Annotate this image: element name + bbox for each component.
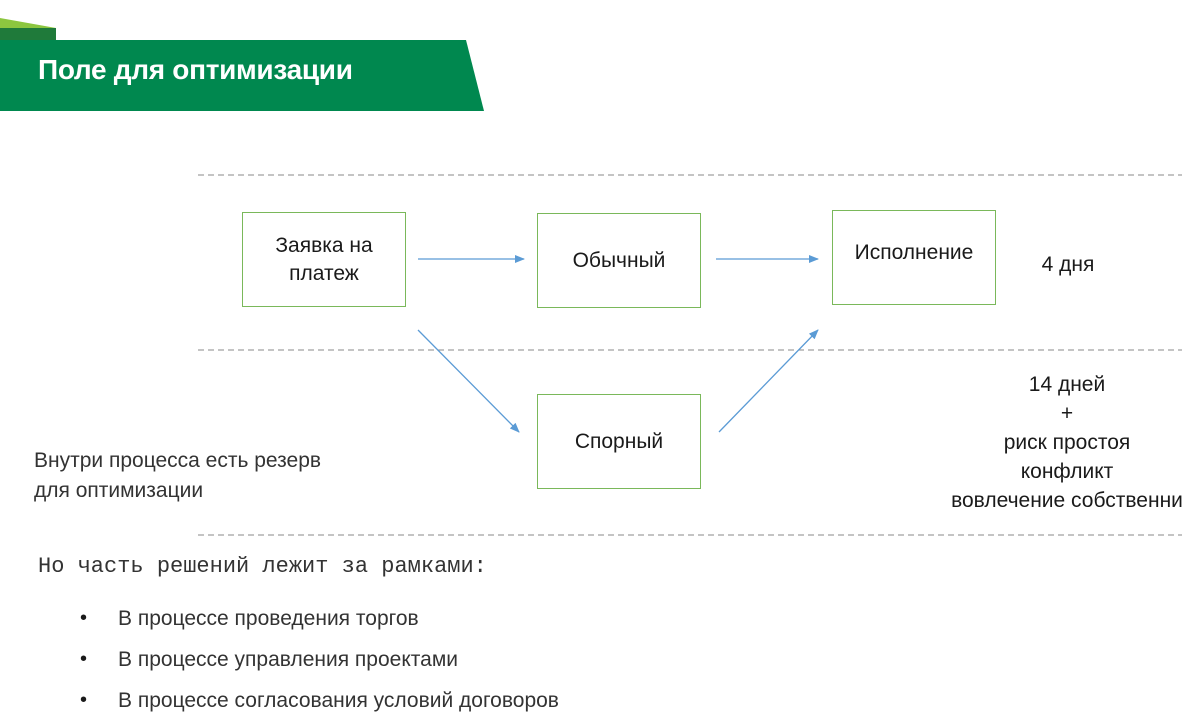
box-payment-request: Заявка на платеж [242, 212, 406, 307]
banner-bar [0, 40, 484, 111]
box-execution: Исполнение [832, 210, 996, 305]
duration-disputed-line-1: 14 дней [1028, 373, 1106, 396]
duration-disputed-line-2: + [1060, 402, 1074, 425]
duration-disputed-line-3: риск простоя [1003, 431, 1131, 454]
box-payment-request-line-2: платеж [289, 261, 359, 285]
bullet-item-projects: В процессе управления проектами [80, 639, 559, 680]
duration-disputed-line-5: вовлечение собственни [951, 489, 1182, 512]
header-banner-shape [0, 18, 484, 111]
box-execution-label: Исполнение [854, 240, 974, 264]
duration-disputed: 14 дней + риск простоя конфликт вовлечен… [926, 370, 1182, 515]
conclusion-text: Но часть решений лежит за рамками: [38, 554, 487, 579]
arrow-disputed-to-execution [718, 329, 819, 433]
box-disputed-label: Спорный [574, 429, 664, 453]
optimization-note: Внутри процесса есть резерв для оптимиза… [34, 446, 321, 506]
arrow-request-to-disputed [417, 329, 520, 433]
bullet-item-tenders: В процессе проведения торгов [80, 598, 559, 639]
duration-normal: 4 дня [1041, 253, 1095, 276]
optimization-note-line-1: Внутри процесса есть резерв [34, 449, 322, 472]
box-payment-request-line-1: Заявка на [275, 233, 373, 257]
bullet-item-contracts: В процессе согласования условий договоро… [80, 680, 559, 721]
banner-accent-dark [0, 28, 56, 40]
duration-disputed-line-4: конфликт [1020, 460, 1114, 483]
page-title: Поле для оптимизации [38, 54, 353, 85]
box-normal: Обычный [537, 213, 701, 308]
optimization-note-line-2: для оптимизации [34, 479, 204, 502]
box-disputed: Спорный [537, 394, 701, 489]
bullet-list: В процессе проведения торгов В процессе … [80, 598, 559, 721]
box-normal-label: Обычный [572, 248, 666, 272]
header-banner: Поле для оптимизации [0, 0, 1182, 120]
